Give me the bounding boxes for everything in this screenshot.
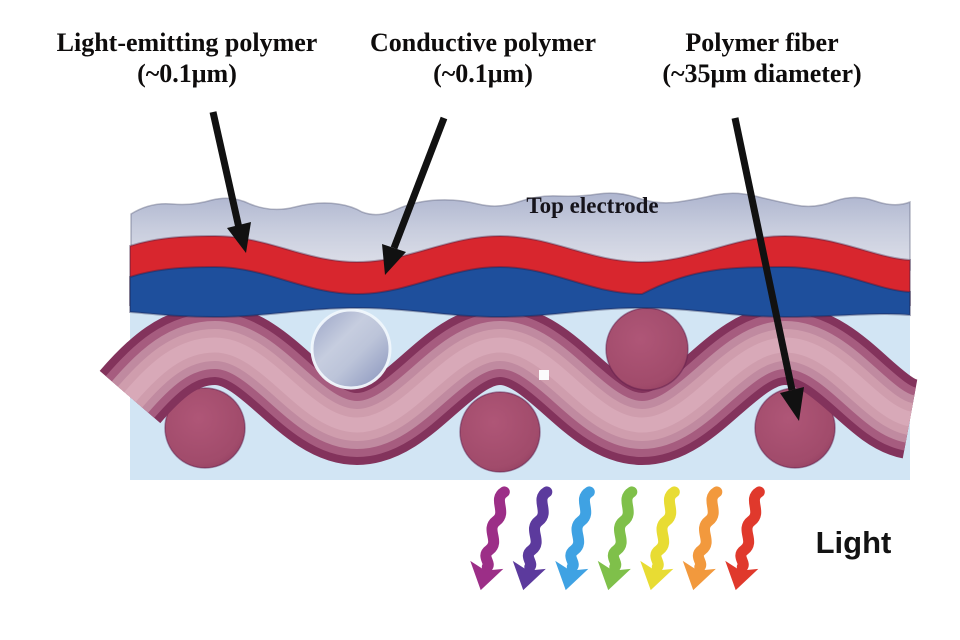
white-marker-artifact — [539, 370, 549, 380]
light-arrow-green — [592, 488, 649, 594]
upper-fiber-circles — [310, 307, 689, 391]
conductive-polymer-layer — [129, 265, 911, 319]
annotation-size: (~35μm diameter) — [662, 59, 862, 88]
lower-fiber-circles — [164, 387, 836, 473]
polymer-fiber-circle — [164, 387, 246, 469]
annotation-size: (~0.1μm) — [137, 59, 237, 88]
light-label: Light — [815, 525, 892, 560]
light-arrow-orange — [677, 488, 734, 594]
light-arrow-purple — [507, 488, 564, 594]
annotation-conductive-polymer: Conductive polymer (~0.1μm) — [343, 27, 623, 89]
weft-circle-gray — [310, 308, 392, 390]
annotation-light-emitting-polymer: Light-emitting polymer (~0.1μm) — [38, 27, 336, 89]
annotation-title: Polymer fiber — [685, 28, 839, 57]
light-arrow-red — [719, 488, 776, 594]
arrow-conductive-polymer — [382, 116, 448, 275]
light-arrow-yellow — [634, 488, 691, 594]
annotation-title: Conductive polymer — [369, 28, 597, 57]
top-electrode-label: Top electrode — [526, 193, 659, 218]
annotation-polymer-fiber: Polymer fiber (~35μm diameter) — [622, 27, 902, 89]
annotation-arrows — [209, 111, 804, 421]
arrow-polymer-fiber — [731, 117, 804, 421]
light-arrow-blue — [549, 488, 606, 594]
polymer-fiber-circle — [605, 307, 689, 391]
annotation-title: Light-emitting polymer — [56, 28, 318, 57]
annotation-size: (~0.1μm) — [433, 59, 533, 88]
polymer-fiber-circle — [459, 391, 541, 473]
arrow-light-emitting-polymer — [209, 111, 251, 253]
light-emission-arrows — [464, 488, 776, 594]
light-arrow-violet-magenta — [464, 488, 521, 594]
